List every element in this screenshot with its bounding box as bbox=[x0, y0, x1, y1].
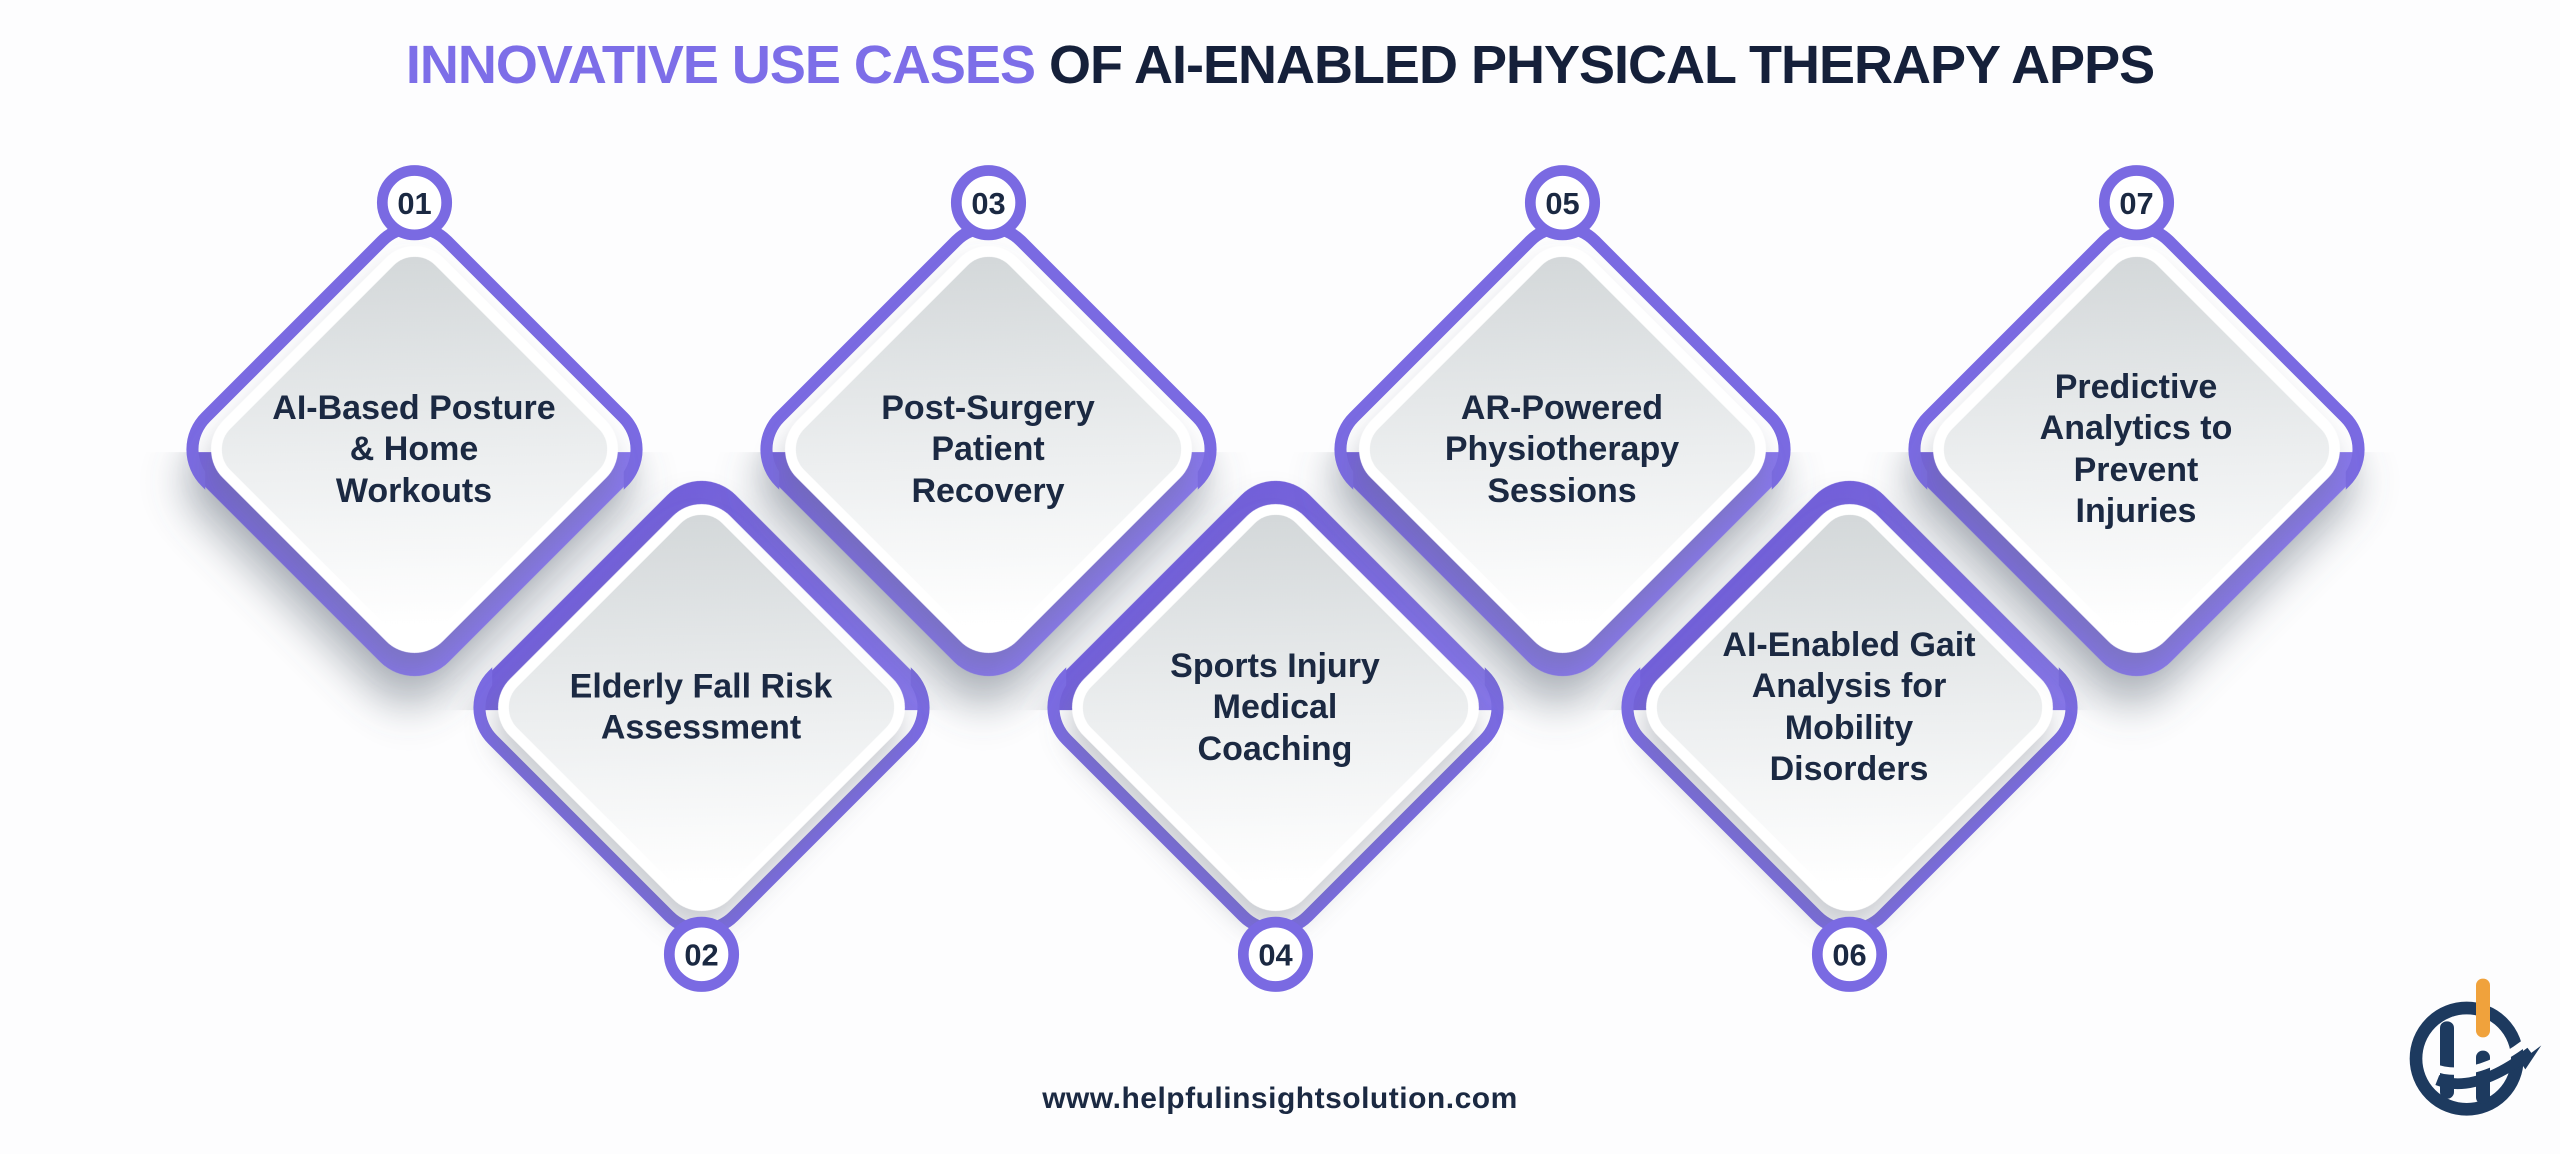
number-badge bbox=[1811, 916, 1888, 992]
number-badge-label: 05 bbox=[1545, 186, 1579, 221]
title-highlight: INNOVATIVE USE CASES bbox=[405, 35, 1036, 95]
number-badge bbox=[376, 165, 453, 241]
number-badge-label: 04 bbox=[1258, 938, 1292, 973]
diamond-inner-panel bbox=[1646, 504, 2053, 911]
use-case-diamond: 04 Sports Injury Medical Coaching bbox=[980, 407, 1571, 1008]
logo-white-cut bbox=[2430, 1039, 2528, 1075]
diamond-ring bbox=[186, 221, 643, 528]
diamond-inner-panel bbox=[785, 246, 1192, 653]
diamond-inner-panel bbox=[211, 246, 618, 653]
logo-swoosh-tail bbox=[2520, 1045, 2542, 1070]
use-case-label: AI-Enabled Gait Analysis for Mobility Di… bbox=[1722, 626, 1976, 789]
diamond-band bbox=[761, 452, 1216, 677]
use-case-label: Elderly Fall Risk Assessment bbox=[569, 667, 833, 747]
diamond-ring bbox=[1621, 629, 2078, 936]
number-badge bbox=[950, 165, 1027, 241]
number-badge-label: 03 bbox=[971, 186, 1005, 221]
number-badge bbox=[2098, 165, 2175, 241]
diamond-ring bbox=[1047, 629, 1504, 936]
use-case-label: AR-Powered Physiotherapy Sessions bbox=[1444, 388, 1680, 510]
use-case-label: Post-Surgery Patient Recovery bbox=[881, 388, 1095, 510]
helpful-insight-logo bbox=[2409, 978, 2542, 1116]
use-case-label: Predictive Analytics to Prevent Injuries bbox=[2039, 368, 2233, 531]
diamond-ring bbox=[1908, 221, 2365, 528]
diamond-inner-panel bbox=[1933, 246, 2340, 653]
logo-h-right-bar bbox=[2476, 1050, 2490, 1104]
logo-i-orange bbox=[2476, 978, 2490, 1038]
number-badge-label: 02 bbox=[684, 938, 718, 973]
number-badge bbox=[1237, 916, 1314, 992]
use-case-label: AI-Based Posture & Home Workouts bbox=[272, 388, 556, 510]
diamond-inner-panel bbox=[1359, 246, 1766, 653]
use-case-label: Sports Injury Medical Coaching bbox=[1170, 646, 1380, 768]
diamond-ring bbox=[1334, 221, 1791, 528]
logo-h-left-bar bbox=[2440, 1021, 2454, 1099]
number-badge-label: 06 bbox=[1832, 938, 1866, 973]
diamond-inner-panel bbox=[498, 504, 905, 911]
diamond-band bbox=[1909, 452, 2364, 677]
number-badge-label: 01 bbox=[397, 186, 431, 221]
use-case-diamond: 06 AI-Enabled Gait Analysis for Mobility … bbox=[1554, 407, 2145, 1008]
diamond-ring bbox=[473, 629, 930, 936]
number-badge-label: 07 bbox=[2119, 186, 2153, 221]
number-badge bbox=[663, 916, 740, 992]
number-badge bbox=[1524, 165, 1601, 241]
diamond-ring bbox=[760, 221, 1217, 528]
diamond-band bbox=[187, 452, 642, 677]
footer-url: www.helpfulinsightsolution.com bbox=[1042, 1082, 1518, 1115]
use-case-diamond: 02 Elderly Fall Risk Assessment bbox=[406, 407, 997, 1008]
diamond-band bbox=[1335, 452, 1790, 677]
diamond-inner-panel bbox=[1072, 504, 1479, 911]
title-rest: OF AI-ENABLED PHYSICAL THERAPY APPS bbox=[1048, 35, 2155, 95]
